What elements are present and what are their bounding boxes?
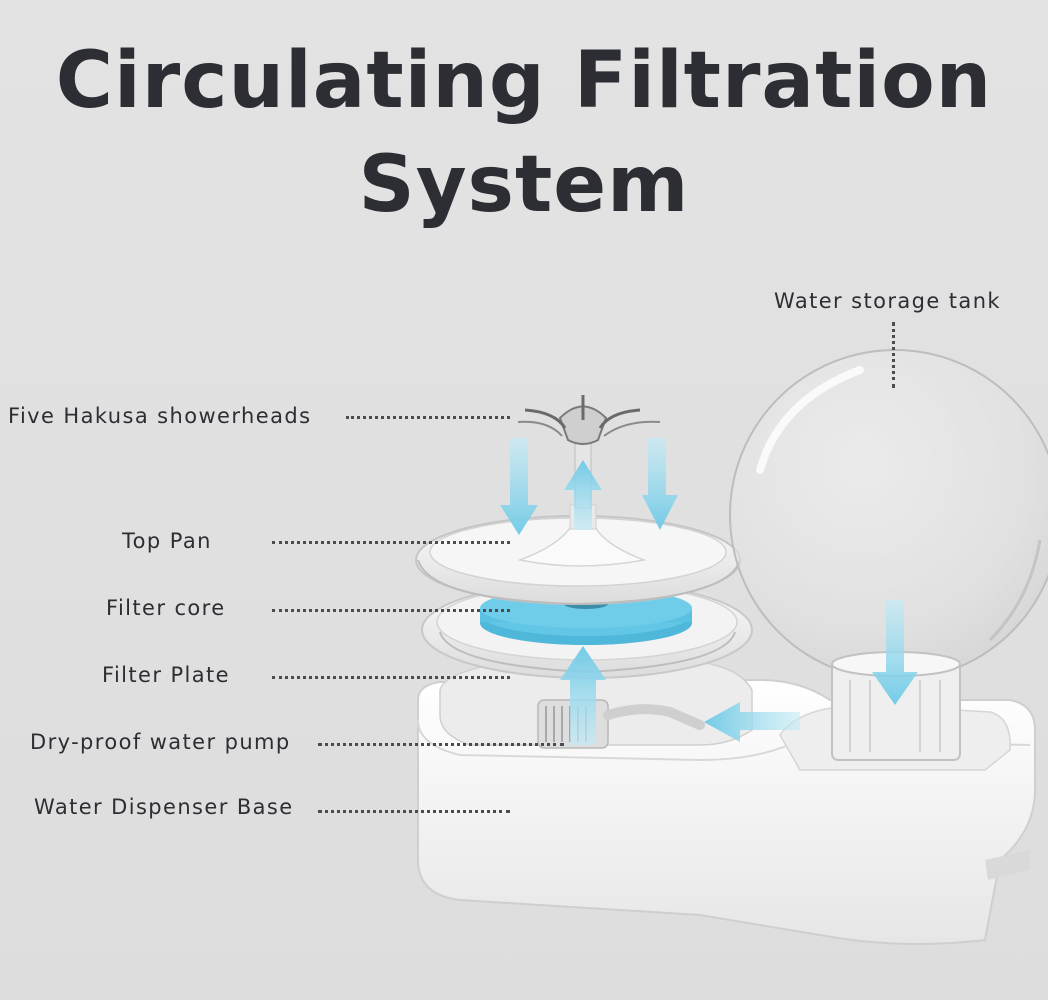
label-showerheads: Five Hakusa showerheads bbox=[8, 404, 312, 428]
label-pump: Dry-proof water pump bbox=[30, 730, 291, 754]
leader-base bbox=[318, 810, 510, 813]
label-top-pan: Top Pan bbox=[122, 529, 212, 553]
leader-filter-plate bbox=[272, 676, 510, 679]
leader-pump bbox=[318, 743, 564, 746]
arrow-left-flow-icon bbox=[704, 702, 800, 742]
leader-tank bbox=[892, 322, 895, 388]
water-tank bbox=[729, 349, 1048, 761]
flow-arrows bbox=[500, 438, 918, 745]
label-tank: Water storage tank bbox=[774, 289, 1001, 313]
title-line-2: System bbox=[358, 140, 690, 230]
label-base: Water Dispenser Base bbox=[34, 795, 294, 819]
arrow-up-pump-icon bbox=[560, 646, 606, 745]
leader-top-pan bbox=[272, 541, 510, 544]
title-line-1: Circulating Filtration bbox=[55, 36, 993, 126]
leader-filter-core bbox=[272, 609, 510, 612]
arrow-down-right-icon bbox=[642, 438, 678, 530]
arrow-up-center-icon bbox=[564, 460, 602, 530]
label-filter-plate: Filter Plate bbox=[102, 663, 231, 687]
leader-showerheads bbox=[346, 416, 510, 419]
label-filter-core: Filter core bbox=[106, 596, 226, 620]
arrow-down-left-icon bbox=[500, 438, 538, 535]
arrow-down-tank-icon bbox=[872, 600, 918, 705]
top-pan bbox=[415, 504, 741, 606]
